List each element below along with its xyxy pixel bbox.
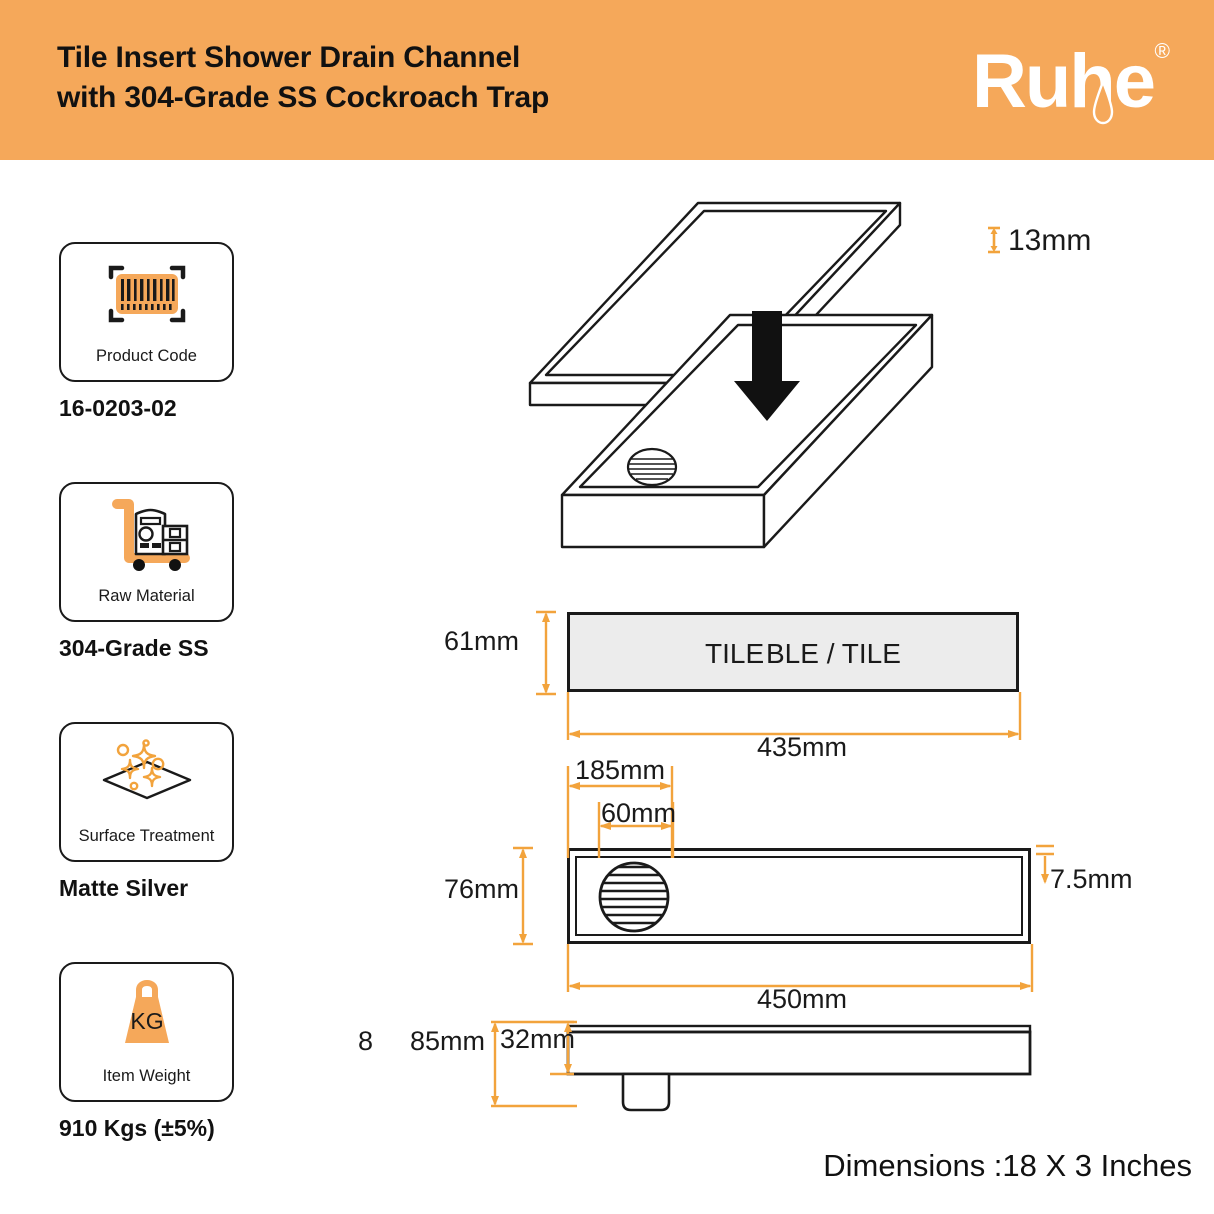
dim-line-60mm <box>597 802 675 858</box>
material-trolley-icon <box>61 498 232 571</box>
dim-line-61mm <box>536 610 556 696</box>
dim-line-450mm <box>566 944 1034 992</box>
thickness-marker-13mm <box>988 226 1000 254</box>
dim-label-435mm: 435mm <box>757 732 848 762</box>
spec-value-item-weight: 910 Kgs (±5%) <box>59 1115 215 1141</box>
spec-card-surface-treatment: Surface Treatment <box>59 722 234 862</box>
elevation-face-text: TILE <box>705 638 765 669</box>
spec-value-raw-material: 304-Grade SS <box>59 635 209 661</box>
weight-kg-icon: KG <box>61 978 232 1050</box>
elevation-face-text-overlap: BLE / TILE <box>766 638 901 669</box>
spec-card-raw-material: Raw Material <box>59 482 234 622</box>
dim-line-7-5mm <box>1036 844 1054 884</box>
dim-label-60mm: 60mm <box>601 798 677 828</box>
brand-wordmark: Ruhe <box>972 39 1156 124</box>
section-side-view <box>566 1024 1032 1112</box>
drain-hole-plan <box>598 861 670 933</box>
dim-label-76mm: 76mm <box>444 874 520 904</box>
isometric-exploded-view <box>528 201 934 549</box>
dim-label-450mm: 450mm <box>757 984 848 1014</box>
page-title: Tile Insert Shower Drain Channel with 30… <box>57 41 550 114</box>
spec-caption: Item Weight <box>102 1067 191 1085</box>
dim-line-76mm <box>513 846 533 946</box>
ruhe-logo: Ruhe ® <box>972 36 1172 128</box>
dim-label-thickness-13mm: 13mm <box>1008 224 1092 257</box>
spec-card-item-weight: KG Item Weight <box>59 962 234 1102</box>
dim-line-435mm <box>566 692 1022 740</box>
spec-caption: Raw Material <box>98 587 195 605</box>
technical-drawing-area: 13mm TILE BLE / TILE 61mm 435mm <box>0 160 1214 1214</box>
header-banner: Tile Insert Shower Drain Channel with 30… <box>0 0 1214 160</box>
spec-value-surface-treatment: Matte Silver <box>59 875 189 901</box>
stray-digit-artifact: 8 <box>358 1026 374 1056</box>
dim-label-7-5mm: 7.5mm <box>1050 864 1133 894</box>
outlet-pipe-stub <box>621 1072 671 1112</box>
dim-label-61mm: 61mm <box>444 626 520 656</box>
weight-icon-label: KG <box>130 1008 163 1034</box>
spec-value-product-code: 16-0203-02 <box>59 395 177 421</box>
dim-label-32mm: 32mm <box>500 1024 576 1054</box>
registered-mark: ® <box>1154 40 1170 63</box>
dimensions-caption: Dimensions :18 X 3 Inches <box>823 1148 1192 1183</box>
spec-card-product-code: Product Code <box>59 242 234 382</box>
spec-caption: Product Code <box>96 347 197 365</box>
drain-hole-isometric <box>626 447 678 487</box>
dim-line-32mm <box>550 1020 574 1076</box>
sparkle-surface-icon <box>61 738 232 810</box>
spec-caption: Surface Treatment <box>78 827 215 845</box>
down-arrow-icon <box>734 311 800 421</box>
dim-label-85mm: 85mm <box>410 1026 486 1056</box>
barcode-icon <box>61 258 232 330</box>
water-droplet-icon <box>1092 78 1114 125</box>
dim-label-185mm: 185mm <box>575 755 666 785</box>
front-elevation-panel <box>567 612 1019 692</box>
